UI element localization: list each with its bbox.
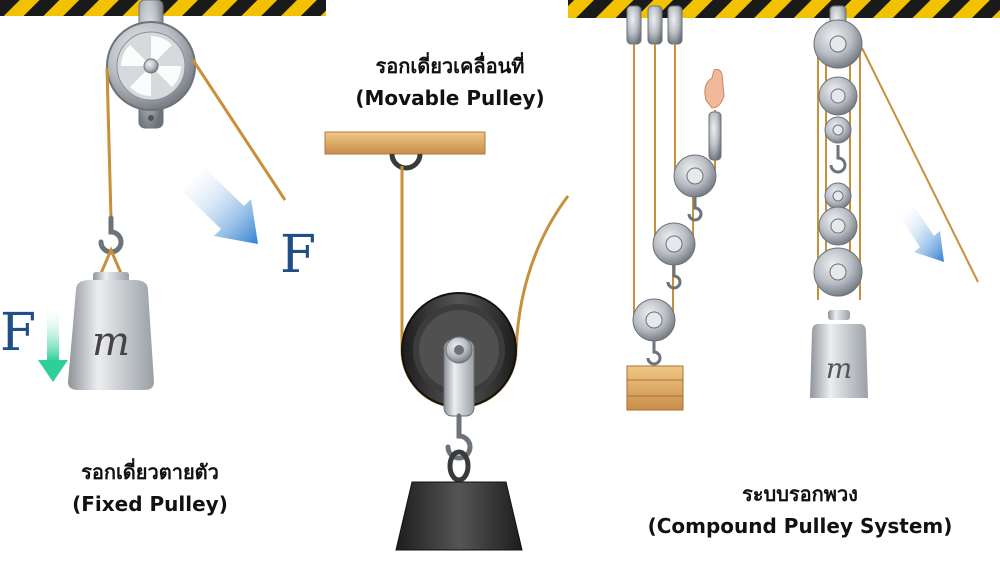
fixed-pulley-weight: m [68, 246, 154, 390]
spring-scale [708, 111, 722, 161]
mass-label-fixed: m [92, 319, 130, 365]
movable-pulley-illustration [324, 131, 570, 551]
movable-weight [395, 481, 523, 551]
hand-icon [704, 69, 725, 109]
force-arrow-down-head [38, 360, 68, 382]
movable-hook [445, 413, 473, 461]
compound-center-hook [829, 145, 847, 174]
wooden-beam [324, 131, 486, 155]
top-bracket-2 [647, 5, 663, 45]
mass-label-compound: m [826, 352, 853, 385]
top-bracket-1 [626, 5, 642, 45]
force-arrow-right [182, 168, 258, 244]
compound-pulley-1 [673, 154, 717, 198]
compound-pulley-illustration: m [568, 0, 1000, 411]
compound-hook-1 [687, 197, 703, 222]
fixed-pulley-illustration: m F F [0, 0, 326, 390]
fixed-pulley-title-th: รอกเดี่ยวตายตัว [81, 460, 219, 484]
movable-pulley-wheel [401, 292, 517, 417]
compound-pulley-2 [652, 222, 696, 266]
rope-right [191, 59, 287, 201]
rope-left [105, 67, 113, 219]
hook [98, 215, 124, 255]
top-bracket-3 [667, 5, 683, 45]
fixed-pulley-wheel [106, 21, 196, 111]
compound-pulley-title-th: ระบบรอกพวง [742, 482, 858, 506]
compound-pulley-3 [632, 298, 676, 342]
fixed-pulley-caption: รอกเดี่ยวตายตัว (Fixed Pulley) [20, 456, 280, 520]
wooden-crate [626, 365, 684, 411]
compound-hook-3 [646, 341, 662, 366]
compound-pulley-title-en: (Compound Pulley System) [647, 514, 953, 538]
movable-pulley-title-th: รอกเดี่ยวเคลื่อนที่ [375, 54, 525, 78]
compound-upper-block [813, 19, 863, 144]
fixed-pulley-title-en: (Fixed Pulley) [72, 492, 228, 516]
pulley-bracket-bolt [148, 115, 154, 121]
movable-pulley-caption: รอกเดี่ยวเคลื่อนที่ (Movable Pulley) [320, 50, 580, 114]
compound-lower-block [813, 182, 863, 297]
beam-eye-hook [389, 153, 423, 171]
hook-ring [447, 449, 471, 483]
compound-weight: m [810, 310, 868, 398]
force-arrow-down-shaft [47, 305, 59, 361]
compound-pulley-caption: ระบบรอกพวง (Compound Pulley System) [630, 478, 970, 542]
force-arrow-compound [900, 206, 944, 262]
force-label-right: F [280, 225, 316, 285]
movable-pulley-title-en: (Movable Pulley) [355, 86, 545, 110]
force-label-left: F [0, 303, 36, 363]
compound-hook-2 [666, 265, 682, 290]
